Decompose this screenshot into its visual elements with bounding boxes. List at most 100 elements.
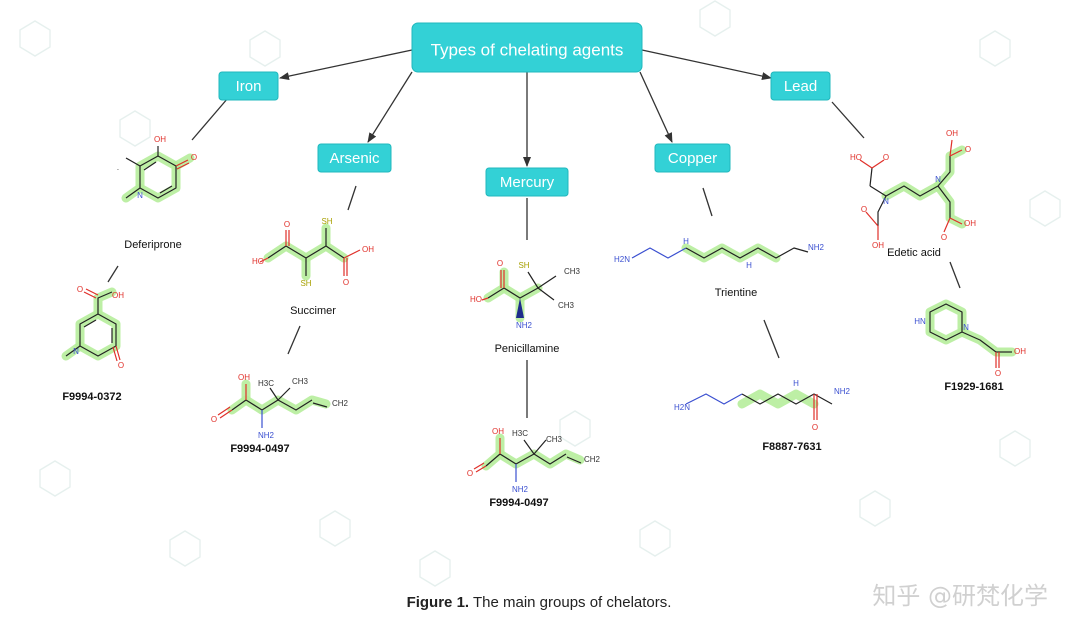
succimer-label: Succimer — [290, 305, 336, 317]
iron-compound-structure: OH O O N — [61, 285, 124, 370]
succimer-sh-bottom: SH — [300, 279, 311, 288]
edetic-o-3: O — [861, 205, 867, 214]
penicillamine-o: O — [497, 259, 503, 268]
watermark-text: 知乎 @研梵化学 — [872, 582, 1048, 610]
penicillamine-sh: SH — [518, 261, 529, 270]
connector-lines — [107, 97, 961, 418]
edetic-oh-1: OH — [946, 129, 958, 138]
edetic-acid-label: Edetic acid — [887, 247, 941, 259]
category-node-mercury: Mercury — [485, 167, 569, 197]
succimer-sh-top: SH — [321, 217, 332, 226]
arsenic-compound-nh2: NH2 — [258, 431, 275, 440]
succimer-structure: HO O OH O SH SH — [252, 217, 374, 288]
copper-compound-o: O — [812, 423, 818, 432]
lead-compound-label: F1929-1681 — [944, 381, 1003, 393]
edetic-n-2: N — [935, 175, 941, 184]
caption-label: Figure 1. — [406, 594, 470, 611]
copper-to-trientine-line — [702, 187, 713, 217]
succimer-to-compound-line — [287, 325, 301, 355]
arsenic-compound-ch3: CH3 — [292, 377, 309, 386]
category-label-iron: Iron — [236, 78, 262, 95]
lead-compound-n: N — [963, 323, 969, 332]
arrow-to-copper — [639, 71, 673, 143]
iron-compound-o-top: O — [77, 285, 83, 294]
lead-compound-oh: OH — [1014, 347, 1026, 356]
deferiprone-oh: OH — [154, 135, 166, 144]
edetic-o-2: O — [965, 145, 971, 154]
mercury-compound-oh: OH — [492, 427, 504, 436]
copper-compound-h2n: H2N — [674, 403, 690, 412]
category-label-arsenic: Arsenic — [329, 150, 380, 167]
lead-compound-hn: HN — [914, 317, 926, 326]
caption-text: The main groups of chelators. — [469, 594, 672, 611]
title-node: Types of chelating agents — [411, 22, 643, 73]
edetic-oh-2: OH — [872, 241, 884, 250]
arrow-to-lead — [641, 49, 772, 80]
lead-compound-o: O — [995, 369, 1001, 378]
edetic-acid-structure: N N HO O OH O O OH O OH — [850, 129, 976, 250]
copper-compound-h: H — [793, 379, 799, 388]
mercury-compound-ch3: CH3 — [546, 435, 563, 444]
deferiprone-label: Deferiprone — [124, 239, 181, 251]
arrow-to-arsenic — [367, 71, 413, 143]
succimer-o-bottom: O — [343, 278, 349, 287]
penicillamine-label: Penicillamine — [495, 343, 560, 355]
category-node-copper: Copper — [654, 143, 731, 173]
iron-compound-oh: OH — [112, 291, 124, 300]
trientine-h2n: H2N — [614, 255, 630, 264]
trientine-structure: H2N H H NH2 — [614, 237, 825, 270]
copper-compound-nh2: NH2 — [834, 387, 851, 396]
mercury-compound-h3c: H3C — [512, 429, 528, 438]
iron-compound-o-bottom: O — [118, 361, 124, 370]
arsenic-compound-structure: OH O H3C CH3 CH2 NH2 — [211, 373, 349, 440]
category-node-arsenic: Arsenic — [317, 143, 392, 173]
category-node-lead: Lead — [770, 71, 831, 101]
succimer-ho: HO — [252, 257, 264, 266]
arsenic-compound-h3c: H3C — [258, 379, 274, 388]
lead-compound-structure: HN N OH O — [914, 299, 1026, 378]
arrow-to-iron — [279, 49, 413, 81]
edetic-ho-1: HO — [850, 153, 862, 162]
title-arrows — [279, 49, 772, 167]
edetic-to-compound-line — [949, 261, 961, 289]
edetic-n-1: N — [883, 197, 889, 206]
arsenic-compound-o: O — [211, 415, 217, 424]
succimer-o-top: O — [284, 220, 290, 229]
deferiprone-n: N — [137, 191, 143, 200]
mercury-compound-structure: OH O H3C CH3 CH2 NH2 — [467, 427, 601, 494]
category-node-iron: Iron — [218, 71, 279, 101]
category-label-lead: Lead — [784, 78, 817, 95]
succimer-oh: OH — [362, 245, 374, 254]
edetic-o-4: O — [941, 233, 947, 242]
arsenic-compound-label: F9994-0497 — [230, 443, 289, 455]
edetic-oh-3: OH — [964, 219, 976, 228]
copper-compound-structure: H2N H NH2 O — [674, 379, 851, 432]
category-label-mercury: Mercury — [500, 174, 555, 191]
deferiprone-structure: OH O N · — [117, 135, 197, 203]
trientine-nh-2: H — [746, 261, 752, 270]
trientine-nh2: NH2 — [808, 243, 825, 252]
edetic-o-1: O — [883, 153, 889, 162]
mercury-compound-ch2: CH2 — [584, 455, 601, 464]
trientine-to-compound-line — [763, 319, 780, 359]
arsenic-compound-oh: OH — [238, 373, 250, 382]
category-label-copper: Copper — [668, 150, 717, 167]
penicillamine-nh2: NH2 — [516, 321, 533, 330]
title-text: Types of chelating agents — [431, 40, 624, 59]
trientine-nh-1: H — [683, 237, 689, 246]
deferiprone-to-compound-line — [107, 265, 119, 283]
penicillamine-ho: HO — [470, 295, 482, 304]
copper-compound-label: F8887-7631 — [762, 441, 821, 453]
penicillamine-ch3-top: CH3 — [564, 267, 581, 276]
mercury-compound-nh2: NH2 — [512, 485, 529, 494]
iron-to-deferiprone-line — [191, 97, 229, 141]
penicillamine-structure: HO O SH CH3 CH3 NH2 — [470, 259, 581, 330]
trientine-label: Trientine — [715, 287, 757, 299]
arsenic-to-succimer-line — [347, 185, 357, 211]
iron-compound-label: F9994-0372 — [62, 391, 121, 403]
penicillamine-ch3-bottom: CH3 — [558, 301, 575, 310]
mercury-compound-label: F9994-0497 — [489, 497, 548, 509]
deferiprone-o: O — [191, 153, 197, 162]
background-pattern — [19, 0, 1061, 587]
